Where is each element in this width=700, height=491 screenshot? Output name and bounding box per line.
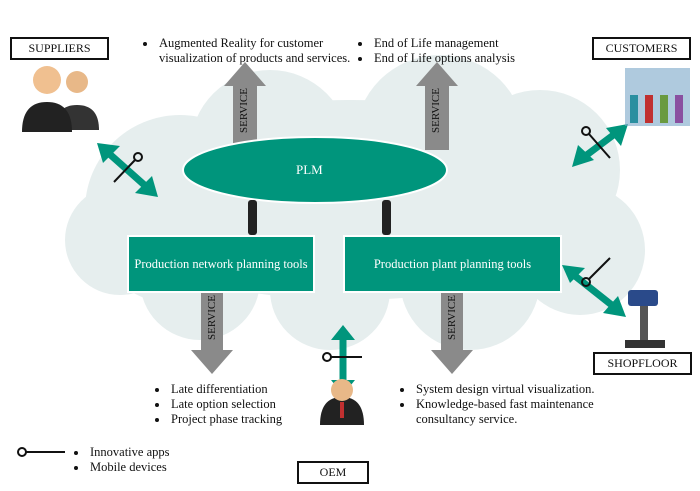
usb-connector-icon — [248, 200, 257, 235]
customers-crowd-icon — [625, 68, 690, 126]
service-label: SERVICE — [238, 88, 250, 133]
bullet-item: End of Life options analysis — [372, 51, 572, 66]
service-arrow-up-right — [416, 62, 458, 150]
suppliers-label: SUPPLIERS — [10, 37, 109, 60]
service-arrow-up-left — [224, 62, 266, 150]
double-arrow-suppliers — [102, 147, 153, 193]
legend-item: Innovative apps — [88, 445, 228, 460]
bullets-bottom-left: Late differentiation Late option selecti… — [155, 382, 329, 427]
service-label: SERVICE — [430, 88, 442, 133]
service-arrow-down-left — [191, 290, 233, 374]
bullet-item: Late differentiation — [169, 382, 329, 397]
plm-ellipse — [182, 136, 448, 204]
bullets-top-right: End of Life management End of Life optio… — [358, 36, 572, 66]
legend: Innovative apps Mobile devices — [74, 445, 228, 475]
bullet-item: Augmented Reality for customer visualiza… — [157, 36, 357, 66]
bullet-item: Knowledge-based fast maintenance consult… — [414, 397, 619, 427]
usb-connector-icon — [382, 200, 391, 235]
legend-item: Mobile devices — [88, 460, 228, 475]
key-icon — [17, 126, 611, 457]
plm-label: PLM — [296, 162, 323, 177]
bullet-item: Project phase tracking — [169, 412, 329, 427]
suppliers-people-icon — [22, 66, 99, 132]
service-label: SERVICE — [446, 295, 458, 340]
oem-label: OEM — [297, 461, 369, 484]
production-plant-planning-tools: Production plant planning tools — [343, 235, 562, 293]
shopfloor-drill-icon — [625, 290, 665, 348]
shopfloor-label: SHOPFLOOR — [593, 352, 692, 375]
bullets-bottom-right: System design virtual visualization. Kno… — [400, 382, 619, 427]
bullet-item: End of Life management — [372, 36, 572, 51]
double-arrow-shopfloor — [567, 269, 621, 313]
customers-label: CUSTOMERS — [592, 37, 691, 60]
service-label: SERVICE — [206, 295, 218, 340]
bullet-item: Late option selection — [169, 397, 329, 412]
bullets-top-left: Augmented Reality for customer visualiza… — [143, 36, 357, 66]
oem-person-icon — [320, 379, 364, 425]
service-arrow-down-right — [431, 290, 473, 374]
bullet-item: System design virtual visualization. — [414, 382, 619, 397]
production-network-planning-tools: Production network planning tools — [127, 235, 315, 293]
